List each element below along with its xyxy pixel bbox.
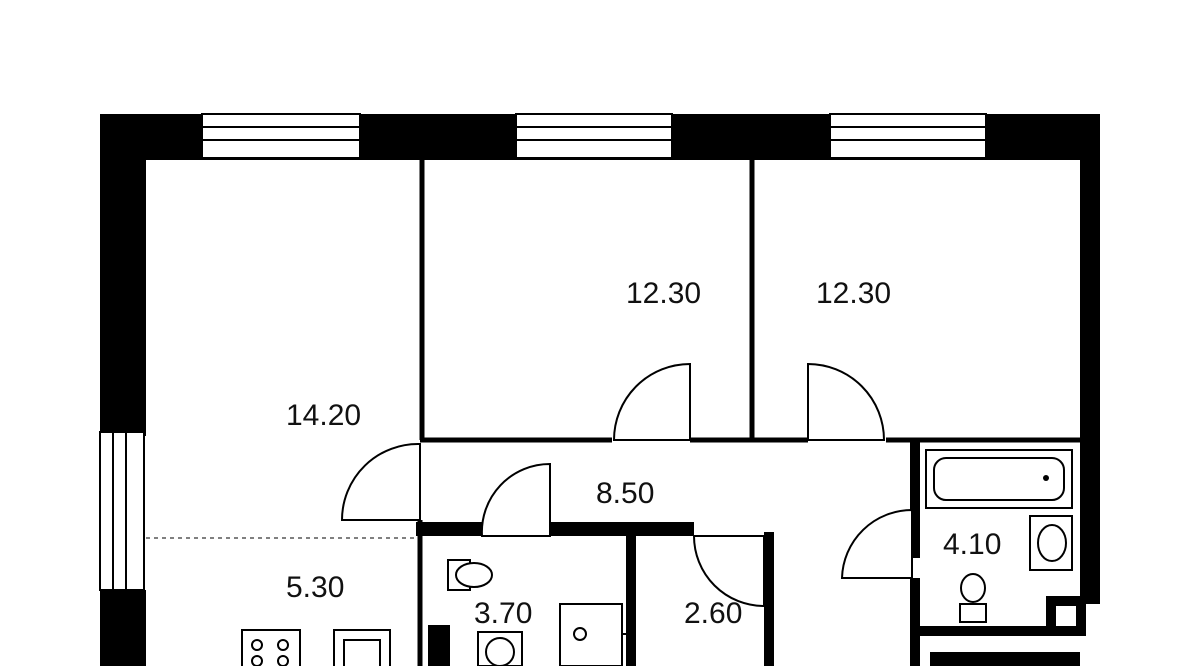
- room-bathroom-1-area: 3.70: [474, 597, 532, 630]
- room-living-area: 14.20: [286, 399, 361, 432]
- room-bathroom-2-area: 4.10: [943, 528, 1001, 561]
- room-bedroom-1-area: 12.30: [626, 277, 701, 310]
- outer-walls: [100, 114, 1100, 666]
- door-bedroom-1: [612, 362, 691, 441]
- door-bathroom-1: [480, 462, 551, 537]
- toilet-icon-bath2: [959, 573, 987, 623]
- room-storage-area: 2.60: [684, 597, 742, 630]
- window-left: [99, 431, 145, 591]
- door-storage: [692, 535, 765, 608]
- window-bedroom-2: [829, 113, 987, 159]
- toilet-icon-bath1: [447, 559, 493, 591]
- door-bedroom-2: [807, 362, 886, 441]
- interior-walls: [146, 158, 1086, 666]
- door-living: [340, 442, 421, 521]
- doors: [340, 362, 913, 608]
- right-wall: [1080, 114, 1100, 604]
- door-bathroom-2: [840, 508, 913, 579]
- shower-icon: [559, 603, 630, 666]
- left-wall-lower: [100, 590, 146, 666]
- window-living: [201, 113, 361, 159]
- left-wall-upper: [100, 114, 146, 436]
- room-hall-area: 8.50: [596, 477, 654, 510]
- fixtures: [241, 449, 1073, 666]
- stove-icon: [241, 629, 301, 666]
- sink-icon-bath1: [477, 631, 523, 666]
- room-kitchen-area: 5.30: [286, 571, 344, 604]
- room-bedroom-2-area: 12.30: [816, 277, 891, 310]
- sink-icon-bath2: [1029, 515, 1073, 571]
- kitchen-sink-icon: [333, 629, 391, 666]
- windows: [99, 113, 987, 591]
- room-labels: 12.30 12.30 14.20 8.50 4.10 5.30 3.70 2.…: [286, 277, 1001, 630]
- window-bedroom-1: [515, 113, 673, 159]
- bathtub-icon: [925, 449, 1073, 509]
